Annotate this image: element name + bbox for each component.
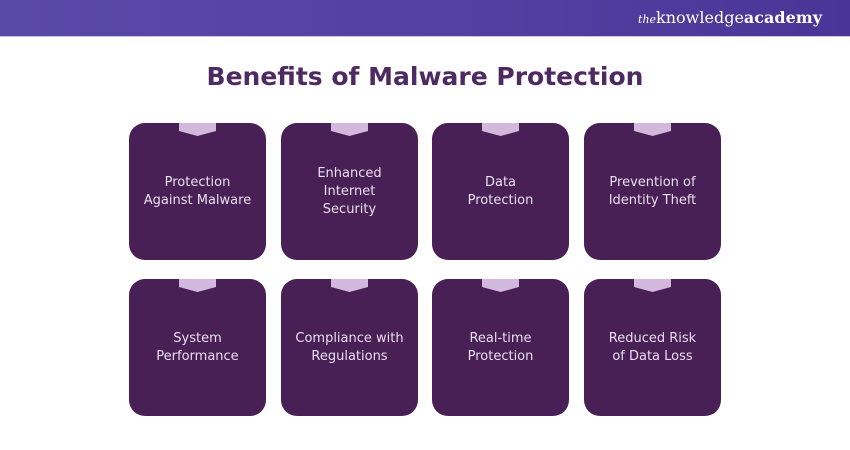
benefit-card: System Performance <box>129 279 266 416</box>
benefit-label: Real-time Protection <box>467 330 534 364</box>
benefit-label: Data Protection <box>467 174 534 208</box>
benefit-label: Prevention of Identity Theft <box>608 174 697 208</box>
tab-marker-icon <box>331 279 368 292</box>
benefit-card: Enhanced Internet Security <box>281 123 418 260</box>
brand-light: knowledge <box>656 8 744 27</box>
header-bar: theknowledgeacademy <box>0 0 850 37</box>
benefit-card: Reduced Risk of Data Loss <box>584 279 721 416</box>
brand-logo[interactable]: theknowledgeacademy <box>638 8 822 27</box>
brand-prefix: the <box>638 13 657 26</box>
tab-marker-icon <box>634 279 671 292</box>
tab-marker-icon <box>179 279 216 292</box>
tab-marker-icon <box>634 123 671 136</box>
tab-marker-icon <box>331 123 368 136</box>
benefit-label: System Performance <box>156 330 239 364</box>
benefit-card: Protection Against Malware <box>129 123 266 260</box>
benefit-label: Reduced Risk of Data Loss <box>608 330 697 364</box>
benefit-label: Protection Against Malware <box>143 174 252 208</box>
benefit-card: Real-time Protection <box>432 279 569 416</box>
tab-marker-icon <box>482 123 519 136</box>
benefit-card: Prevention of Identity Theft <box>584 123 721 260</box>
brand-bold: academy <box>743 8 822 27</box>
benefit-label: Compliance with Regulations <box>295 330 404 364</box>
benefit-card: Data Protection <box>432 123 569 260</box>
tab-marker-icon <box>482 279 519 292</box>
tab-marker-icon <box>179 123 216 136</box>
benefit-card: Compliance with Regulations <box>281 279 418 416</box>
page-title: Benefits of Malware Protection <box>206 62 644 91</box>
benefit-label: Enhanced Internet Security <box>317 165 382 217</box>
